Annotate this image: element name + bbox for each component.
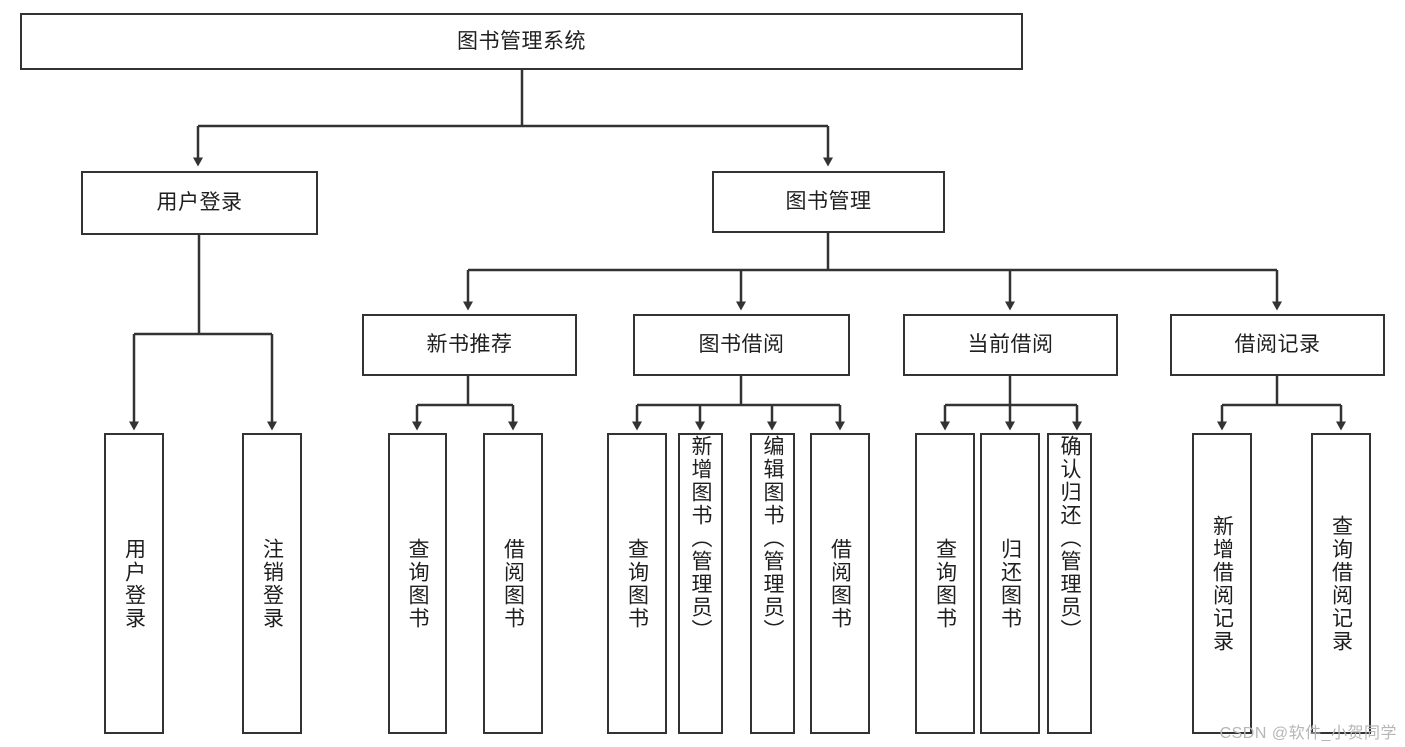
node-user-login[interactable]: 用户登录 [81, 171, 318, 235]
leaf-edit-book-admin[interactable]: 编辑图书（管理员） [750, 433, 795, 734]
node-label: 新增图书（管理员） [689, 435, 712, 642]
node-label: 用户登录 [122, 537, 146, 630]
leaf-borrow-book-recommend[interactable]: 借阅图书 [483, 433, 543, 734]
leaf-add-borrow-record[interactable]: 新增借阅记录 [1192, 433, 1252, 734]
leaf-borrow-book[interactable]: 借阅图书 [810, 433, 870, 734]
node-label: 注销登录 [260, 537, 284, 630]
node-book-borrow[interactable]: 图书借阅 [633, 314, 850, 376]
node-label: 编辑图书（管理员） [761, 435, 784, 642]
leaf-query-book-borrow[interactable]: 查询图书 [607, 433, 667, 734]
node-label: 确认归还（管理员） [1058, 435, 1081, 642]
node-label: 图书借阅 [698, 333, 785, 357]
node-root-system[interactable]: 图书管理系统 [20, 13, 1023, 70]
leaf-confirm-return-admin[interactable]: 确认归还（管理员） [1047, 433, 1092, 734]
node-label: 借阅图书 [828, 537, 852, 630]
node-label: 查询借阅记录 [1329, 514, 1353, 653]
leaf-user-logout[interactable]: 注销登录 [242, 433, 302, 734]
node-label: 新增借阅记录 [1210, 514, 1234, 653]
node-label: 借阅图书 [501, 537, 525, 630]
node-label: 图书管理 [785, 190, 872, 214]
node-label: 借阅记录 [1234, 333, 1321, 357]
node-book-management[interactable]: 图书管理 [712, 171, 945, 233]
node-label: 当前借阅 [967, 333, 1054, 357]
node-borrow-record[interactable]: 借阅记录 [1170, 314, 1385, 376]
leaf-return-book[interactable]: 归还图书 [980, 433, 1040, 734]
node-label: 用户登录 [156, 191, 243, 215]
node-label: 图书管理系统 [457, 29, 586, 53]
node-current-borrow[interactable]: 当前借阅 [903, 314, 1118, 376]
node-label: 归还图书 [998, 537, 1022, 630]
leaf-query-book-recommend[interactable]: 查询图书 [388, 433, 447, 734]
node-label: 查询图书 [625, 537, 649, 630]
node-label: 查询图书 [933, 537, 957, 630]
leaf-add-book-admin[interactable]: 新增图书（管理员） [678, 433, 723, 734]
node-label: 新书推荐 [426, 333, 513, 357]
node-label: 查询图书 [406, 537, 429, 630]
watermark-text: CSDN @软件_小贺同学 [1219, 725, 1397, 742]
leaf-query-borrow-record[interactable]: 查询借阅记录 [1311, 433, 1371, 734]
node-new-book-recommend[interactable]: 新书推荐 [362, 314, 577, 376]
leaf-query-book-current[interactable]: 查询图书 [915, 433, 975, 734]
leaf-user-login[interactable]: 用户登录 [104, 433, 164, 734]
